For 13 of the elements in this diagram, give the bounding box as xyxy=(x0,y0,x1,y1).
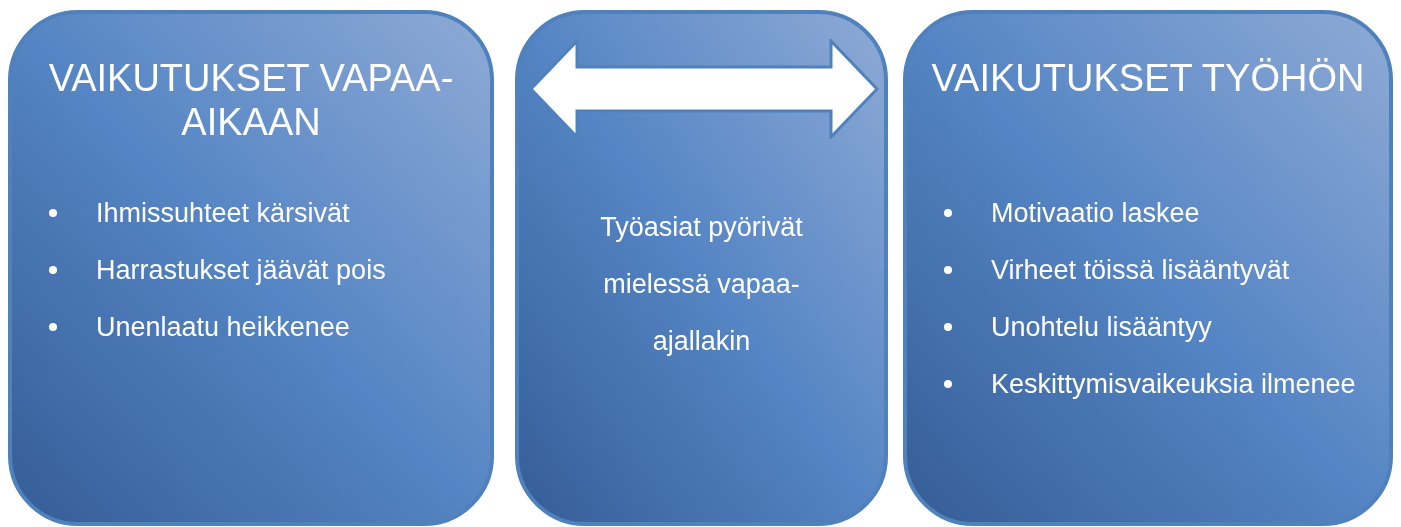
list-item: Unenlaatu heikkenee xyxy=(96,311,351,344)
list-item: Harrastukset jäävät pois xyxy=(96,254,387,287)
list-item: Motivaatio laskee xyxy=(991,197,1201,230)
rounded-panel xyxy=(8,10,494,526)
body-text: Työasiat pyörivät mielessä vapaa-ajallakin xyxy=(599,211,804,358)
list-item: Keskittymisvaikeuksia ilmenee xyxy=(991,368,1357,401)
heading: VAIKUTUKSET TYÖHÖN xyxy=(930,56,1366,100)
rounded-panel xyxy=(903,10,1393,526)
list-item: Ihmissuhteet kärsivät xyxy=(96,197,351,230)
list-item: Virheet töissä lisääntyvät xyxy=(991,254,1291,287)
text-panel xyxy=(515,10,888,526)
list-item: Unohtelu lisääntyy xyxy=(991,311,1213,344)
heading: VAIKUTUKSET VAPAA-AIKAAN xyxy=(47,56,455,144)
